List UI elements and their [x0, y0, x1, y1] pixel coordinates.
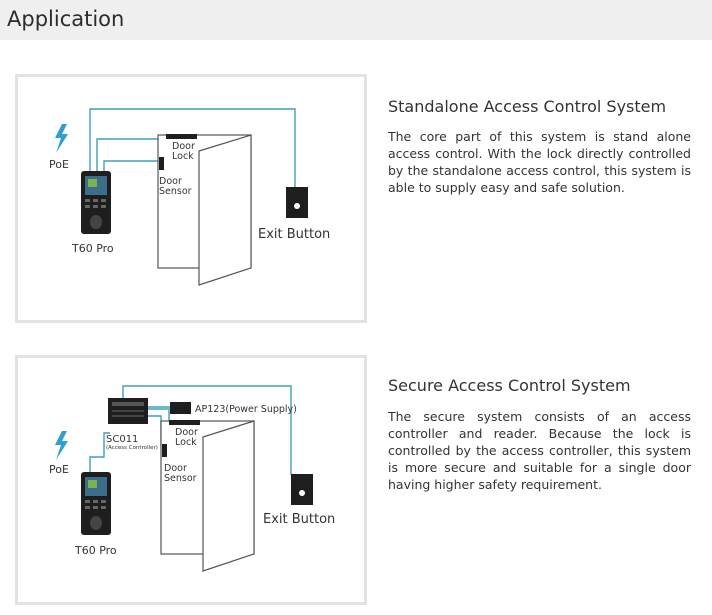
wire-door-sensor — [103, 160, 160, 171]
power-supply-icon — [170, 402, 191, 414]
poe-label: PoE — [49, 463, 69, 476]
wire-exit-button — [89, 108, 296, 190]
door-lock-label-1: Door — [172, 141, 195, 152]
door-leaf — [198, 134, 252, 286]
door-lock-label-2: Lock — [172, 151, 194, 162]
door-leaf — [202, 420, 255, 572]
door-sensor-label-1: Door — [164, 463, 187, 474]
standalone-diagram: PoE Door Lock Door Sensor T60 Pro Exit B… — [49, 108, 330, 286]
wire-exit-button — [122, 385, 292, 475]
door-sensor-icon — [159, 157, 164, 170]
poe-lightning-icon — [55, 431, 68, 460]
device-label: T60 Pro — [71, 242, 114, 255]
standalone-diagram-panel: PoE Door Lock Door Sensor T60 Pro Exit B… — [15, 74, 367, 323]
standalone-section-title: Standalone Access Control System — [388, 97, 667, 116]
t60-pro-device-icon — [81, 472, 111, 535]
wire-door-lock — [96, 135, 167, 171]
door-lock-icon — [169, 420, 200, 425]
standalone-section-body: The core part of this system is stand al… — [388, 129, 691, 195]
page-title: Application — [7, 7, 125, 31]
sc011-controller-icon — [108, 398, 148, 424]
secure-section-title: Secure Access Control System — [388, 376, 631, 395]
door-sensor-label-1: Door — [159, 176, 182, 187]
poe-label: PoE — [49, 158, 69, 171]
exit-button-icon — [286, 187, 308, 218]
exit-button-label: Exit Button — [263, 512, 335, 527]
t60-pro-device-icon — [81, 171, 111, 234]
door-sensor-icon — [162, 444, 167, 457]
door-lock-label-2: Lock — [175, 437, 197, 448]
exit-button-label: Exit Button — [258, 227, 330, 242]
header-bar: Application — [0, 0, 712, 40]
door-lock-label-1: Door — [175, 427, 198, 438]
door-sensor-label-2: Sensor — [159, 186, 192, 197]
wire-reader-controller — [89, 432, 110, 472]
device-label: T60 Pro — [74, 544, 117, 557]
secure-diagram: SC011 (Access Controller) AP123(Power Su… — [49, 385, 335, 572]
exit-button-icon — [291, 474, 313, 505]
secure-diagram-panel: SC011 (Access Controller) AP123(Power Su… — [15, 355, 367, 605]
power-supply-label: AP123(Power Supply) — [195, 404, 297, 415]
controller-label: SC011 — [106, 434, 138, 445]
door-sensor-label-2: Sensor — [164, 473, 197, 484]
poe-lightning-icon — [55, 124, 68, 153]
door-lock-icon — [166, 134, 197, 139]
secure-section-body: The secure system consists of an access … — [388, 409, 691, 492]
controller-sub-label: (Access Controller) — [106, 445, 158, 451]
